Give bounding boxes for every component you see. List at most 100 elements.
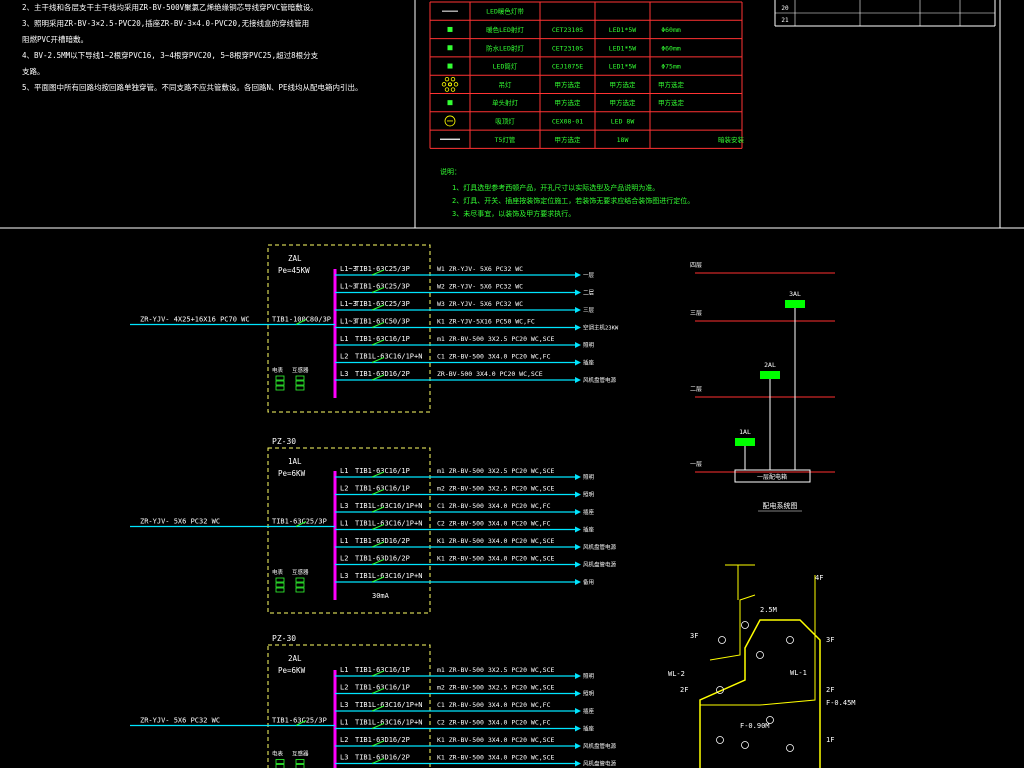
fixture-name: 吊灯 <box>499 80 513 89</box>
circuit-breaker-symbol <box>371 524 385 530</box>
circuit-cable-spec: K1 ZR-BV-500 3X4.0 PC20 WC,SCE <box>437 736 554 744</box>
fixture-spec: 18W <box>617 136 629 144</box>
circuit-phase: L2 <box>340 684 348 692</box>
fixture-name: T5灯管 <box>495 135 516 144</box>
circuit-cable-spec: K1 ZR-BV-500 3X4.0 PC20 WC,SCE <box>437 754 554 762</box>
rcd-note: 30mA <box>372 592 390 600</box>
plan-fixture-icon <box>786 744 794 752</box>
circuit-destination: 插座 <box>583 359 595 367</box>
fixture-spec: LED1*5W <box>609 26 636 34</box>
circuit-phase: L1 <box>340 335 348 343</box>
panel-name: 2AL <box>288 654 302 663</box>
fixture-name: LED筒灯 <box>493 62 518 71</box>
main-breaker-symbol <box>295 720 307 726</box>
fixture-size: Φ60mm <box>661 44 681 52</box>
circuit-breaker-symbol <box>371 740 385 747</box>
circuit-breaker: TIB1-63C50/3P <box>355 318 410 326</box>
plan-label: 2F <box>826 686 834 694</box>
circuit-breaker: TIB1L-63C16/1P+N <box>355 502 422 510</box>
circuit-cable-spec: m1 ZR-BV-500 3X2.5 PC20 WC,SCE <box>437 335 554 343</box>
main-breaker-label: TIB1-63C25/3P <box>272 518 327 526</box>
circuit-breaker-symbol <box>371 688 385 694</box>
circuit-breaker-symbol <box>371 506 385 513</box>
panel-power: Pe=45KW <box>278 266 310 275</box>
circuit-destination: 风机盘管电源 <box>583 561 617 569</box>
circuit-destination: 三层 <box>583 307 595 314</box>
plan-label: WL-1 <box>790 669 807 677</box>
plan-label: 3F <box>826 636 834 644</box>
plan-fixture-icon <box>786 636 794 644</box>
circuit-phase: L1 <box>340 537 348 545</box>
chandelier-icon <box>448 82 452 87</box>
meter-icon <box>275 587 285 593</box>
meter-label: 电表 <box>272 366 284 374</box>
circuit-arrow <box>575 289 581 296</box>
plan-label: 3F <box>690 632 698 640</box>
circuit-breaker: TIB1L-63C16/1P+N <box>355 701 422 709</box>
floor-box <box>785 300 805 308</box>
circuit-breaker-symbol <box>371 489 385 495</box>
circuit-cable-spec: W3 ZR-YJV- 5X6 PC32 WC <box>437 300 523 308</box>
circuit-phase: L2 <box>340 736 348 744</box>
incoming-cable-label: ZR-YJV- 5X6 PC32 WC <box>140 717 220 725</box>
fixture-model: 甲方选定 <box>555 98 582 107</box>
circuit-breaker-symbol <box>371 304 385 311</box>
meter-icon <box>275 764 285 768</box>
circuit-arrow <box>575 491 581 498</box>
circuit-arrow <box>575 708 581 714</box>
circuit-phase: L1~3 <box>340 318 357 326</box>
circuit-destination: 插座 <box>583 508 595 516</box>
fixture-model: CEJ1075E <box>552 63 583 71</box>
chandelier-icon <box>441 82 447 87</box>
fixture-model: 甲方选定 <box>555 80 582 89</box>
circuit-breaker-symbol <box>371 559 385 565</box>
panel-enclosure <box>267 644 431 768</box>
circuit-cable-spec: W1 ZR-YJV- 5X6 PC32 WC <box>437 265 523 273</box>
fixture-spec: 甲方选定 <box>610 80 637 89</box>
main-distribution-box <box>734 469 811 483</box>
table-note: 1、灯具选型参考西顿产品，开孔尺寸以实际选型及产品说明为准。 <box>452 183 659 192</box>
circuit-breaker: TIB1-63D16/2P <box>355 370 410 378</box>
circuit-destination: 空调主机23KW <box>583 324 619 332</box>
floor-label: 三层 <box>690 310 702 317</box>
meter-label: 电表 <box>272 568 284 576</box>
circuit-breaker: TIB1-63D16/2P <box>355 754 410 762</box>
plan-fixture-icon <box>716 686 724 694</box>
meter-icon <box>275 759 285 764</box>
incoming-cable-label: ZR-YJV- 5X6 PC32 WC <box>140 518 220 526</box>
circuit-breaker-symbol <box>371 269 385 276</box>
plan-fixture-icon <box>716 736 724 744</box>
chandelier-icon <box>444 76 450 82</box>
circuit-breaker: TIB1L-63C16/1P+N <box>355 572 422 580</box>
circuit-destination: 插座 <box>583 707 595 715</box>
circuit-arrow <box>575 743 581 749</box>
circuit-destination: 插座 <box>583 526 595 534</box>
circuit-breaker: TIB1-63C16/1P <box>355 467 410 475</box>
meter-icon <box>295 375 305 381</box>
circuit-phase: L1 <box>340 719 348 727</box>
plan-label: 2F <box>680 686 688 694</box>
circuit-breaker: TIB1-63C16/1P <box>355 684 410 692</box>
circuit-destination: 风机盘管电源 <box>583 543 617 551</box>
circuit-breaker-symbol <box>371 758 385 764</box>
meter-icon <box>295 587 305 593</box>
circuit-breaker-symbol <box>371 576 385 583</box>
plan-fixture-icon <box>741 741 749 749</box>
circuit-arrow <box>575 509 581 515</box>
circuit-destination: 风机盘管电源 <box>583 760 617 768</box>
circuit-cable-spec: m1 ZR-BV-500 3X2.5 PC20 WC,SCE <box>437 666 554 674</box>
meter-icon <box>275 582 285 588</box>
fixture-spec: LED1*5W <box>609 44 636 52</box>
circuit-destination: 二层 <box>583 290 595 297</box>
circuit-cable-spec: C2 ZR-BV-500 3X4.0 PC20 WC,FC <box>437 719 551 727</box>
floor-box <box>760 371 780 379</box>
circuit-destination: 照明 <box>583 492 595 499</box>
circuit-arrow <box>575 526 581 533</box>
spotlight-icon <box>447 26 453 32</box>
